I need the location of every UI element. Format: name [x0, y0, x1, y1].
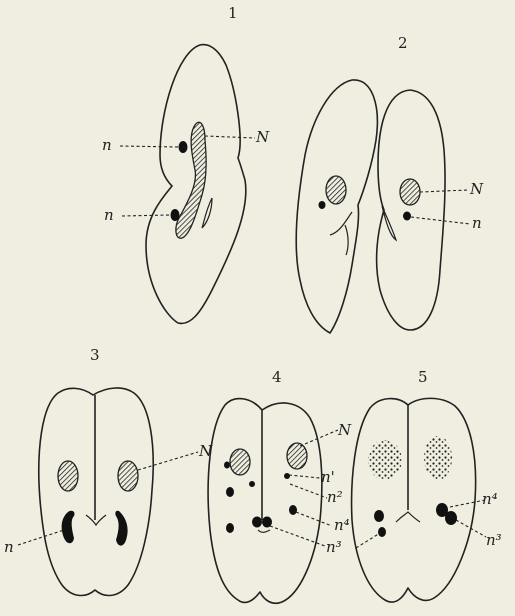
micronucleus: [179, 141, 188, 153]
oral-groove: [258, 530, 270, 532]
macronucleus: [230, 449, 250, 475]
label-n3: n³: [486, 531, 502, 549]
figure-1: 1 n N n: [102, 4, 270, 323]
cell-outline-pair: [352, 398, 476, 602]
label-n4: n⁴: [482, 490, 498, 508]
figure-5: 5 n⁴ n³: [352, 368, 502, 602]
micronucleus: [374, 510, 384, 522]
cell-outline-left: [296, 80, 377, 333]
label-n2: n²: [327, 488, 343, 506]
micronucleus: [249, 481, 255, 487]
micronucleus: [403, 212, 411, 221]
figure-4: 4 N n' n² n⁴ n³: [208, 368, 352, 603]
micronucleus: [319, 201, 326, 209]
label-n: n: [4, 538, 14, 556]
oral-groove: [202, 198, 212, 228]
micronucleus: [378, 527, 386, 537]
figure-number-2: 2: [398, 34, 408, 52]
macronucleus: [58, 461, 78, 491]
figure-number-5: 5: [418, 368, 428, 386]
oral-groove: [382, 206, 396, 240]
micronucleus: [289, 505, 297, 515]
label-n: n: [102, 136, 112, 154]
cell-outline-pair: [39, 388, 153, 596]
figure-number-1: 1: [228, 4, 238, 22]
label-n: n: [472, 214, 482, 232]
micronucleus: [115, 511, 127, 546]
macronucleus: [176, 122, 206, 238]
cell-outline-right: [377, 90, 445, 330]
macronucleus: [326, 176, 346, 204]
micronucleus: [226, 487, 234, 497]
figure-3: 3 N n: [4, 346, 213, 595]
micronucleus: [226, 523, 234, 533]
figure-number-3: 3: [90, 346, 100, 364]
label-n3: n³: [326, 538, 342, 556]
micronucleus: [445, 511, 457, 525]
label-N: N: [337, 421, 352, 439]
cell-outline-pair: [208, 399, 322, 604]
dividing-macronucleus: [368, 440, 402, 480]
micronucleus: [284, 473, 290, 479]
label-n-prime: n': [321, 468, 335, 486]
label-N: N: [255, 128, 270, 146]
macronucleus: [400, 179, 420, 205]
figure-2: 2 N n: [296, 34, 484, 333]
micronucleus: [62, 511, 75, 543]
dividing-macronucleus: [424, 436, 452, 480]
label-n: n: [104, 206, 114, 224]
figure-number-4: 4: [272, 368, 282, 386]
oral-groove: [396, 512, 420, 522]
micronucleus: [171, 209, 180, 221]
micronucleus: [224, 462, 230, 469]
macronucleus: [118, 461, 138, 491]
oral-groove: [330, 212, 352, 255]
label-n4: n⁴: [334, 516, 350, 534]
label-N: N: [469, 180, 484, 198]
micronucleus: [252, 517, 262, 528]
oral-groove: [86, 515, 106, 525]
macronucleus: [287, 443, 307, 469]
